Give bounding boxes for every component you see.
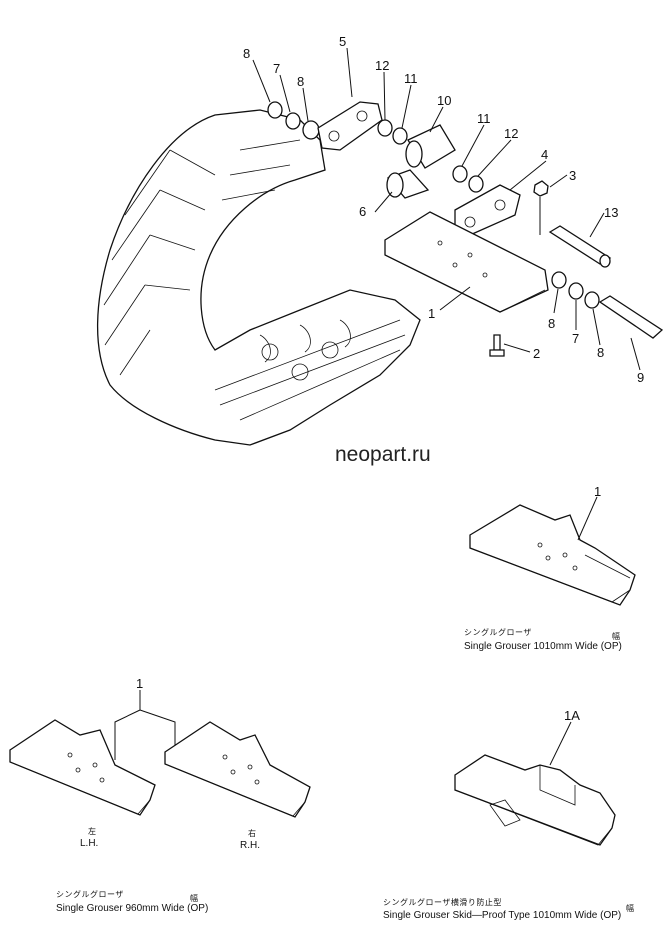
callout-12: 12 [504, 126, 518, 141]
shoe-1010-illustration: 1 [469, 484, 636, 606]
callout-8: 8 [597, 345, 604, 360]
callout-8: 8 [548, 316, 555, 331]
callout-8: 8 [297, 74, 304, 89]
caption-op960-en: Single Grouser 960mm Wide (OP) [56, 903, 209, 914]
callout-9: 9 [637, 370, 644, 385]
callout-11: 11 [477, 111, 491, 126]
callout-6: 6 [359, 204, 366, 219]
callout-3: 3 [569, 168, 576, 183]
callout-1-op1010: 1 [594, 484, 601, 499]
caption-skid-jp: シングルグローザ横滑り防止型 [383, 898, 502, 907]
watermark: neopart.ru [335, 443, 431, 466]
caption-op1010-en: Single Grouser 1010mm Wide (OP) [464, 641, 622, 652]
callout-1a: 1A [564, 708, 580, 723]
callout-5: 5 [339, 34, 346, 49]
shoe-skidproof-illustration: 1A [454, 708, 616, 846]
lh-jp: 左 [88, 827, 97, 836]
callout-1-op960: 1 [136, 676, 143, 691]
callout-11: 11 [404, 71, 418, 86]
callout-7: 7 [273, 61, 280, 76]
track-assembly [96, 109, 421, 446]
callout-12: 12 [375, 58, 389, 73]
exploded-parts [267, 101, 664, 357]
caption-op960-jp-width: 幅 [190, 894, 199, 903]
caption-skid-en: Single Grouser Skid—Proof Type 1010mm Wi… [383, 910, 622, 921]
lh-label: L.H. [80, 838, 99, 849]
rh-jp: 右 [248, 829, 257, 838]
rh-label: R.H. [240, 840, 260, 851]
leader-lines [252, 47, 641, 371]
callout-7: 7 [572, 331, 579, 346]
caption-op1010-jp: シングルグローザ [464, 628, 532, 637]
callout-2: 2 [533, 346, 540, 361]
caption-op1010-jp-width: 幅 [612, 632, 621, 641]
callout-1: 1 [428, 306, 435, 321]
callout-4: 4 [541, 147, 548, 162]
shoe-960-illustrations: 1 [9, 676, 311, 818]
caption-skid-jp-width: 幅 [626, 904, 635, 913]
callout-13: 13 [604, 205, 618, 220]
callout-8: 8 [243, 46, 250, 61]
callout-10: 10 [437, 93, 451, 108]
callout-labels: 8 7 8 5 12 11 10 11 12 4 3 13 6 1 2 8 7 … [243, 34, 644, 385]
caption-op960-jp: シングルグローザ [56, 890, 124, 899]
